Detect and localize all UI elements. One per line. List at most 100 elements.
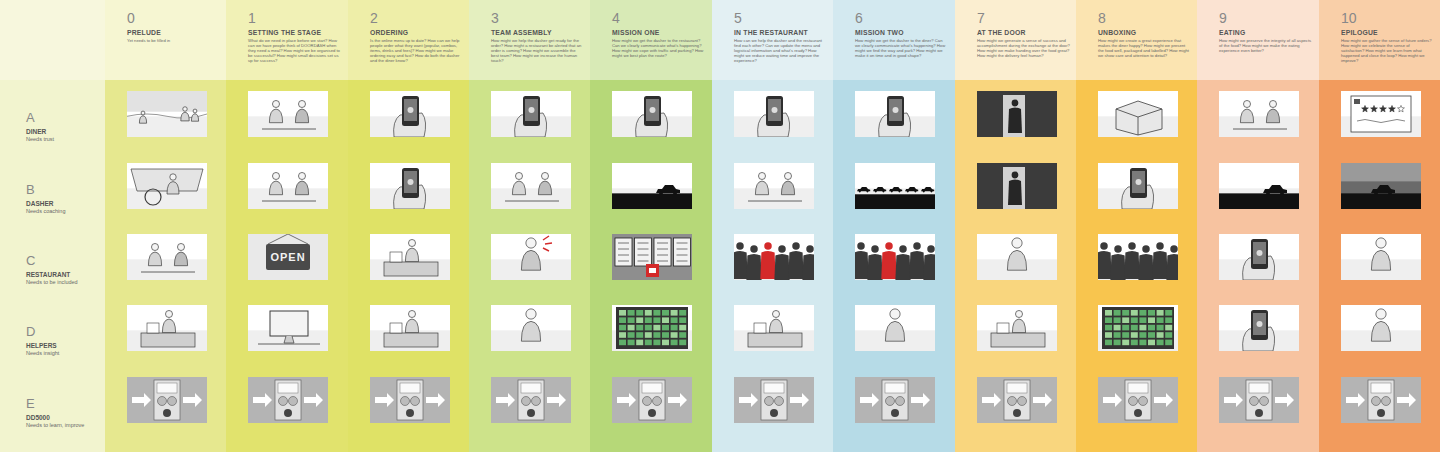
storyboard-frame bbox=[248, 305, 328, 351]
storyboard-frame bbox=[855, 377, 935, 423]
sketch-stroke bbox=[177, 243, 184, 250]
role-name: DINER bbox=[26, 128, 102, 136]
column-number: 7 bbox=[977, 11, 1070, 26]
sketch-stroke bbox=[1219, 116, 1299, 137]
storyboard-frame bbox=[1219, 377, 1299, 423]
storyboard-sketches bbox=[590, 0, 712, 452]
sketch-stroke bbox=[628, 310, 635, 316]
sketch-stroke bbox=[1269, 100, 1276, 107]
sketch-stroke bbox=[408, 310, 415, 317]
story-column: 4MISSION ONEHow might we get the dasher … bbox=[590, 0, 712, 452]
storyboard-frame bbox=[1219, 163, 1299, 209]
sketch-stroke bbox=[781, 181, 794, 195]
role-need: Needs to learn, improve bbox=[26, 422, 102, 429]
sketch-stroke bbox=[855, 188, 935, 209]
sketch-stroke bbox=[646, 99, 659, 121]
sketch-stroke bbox=[1114, 245, 1121, 252]
sketch-stroke bbox=[543, 236, 552, 251]
sketch-stroke bbox=[272, 172, 279, 179]
sketch-stroke bbox=[1102, 307, 1174, 349]
storyboard-sketches bbox=[955, 0, 1076, 452]
role-need: Needs to be included bbox=[26, 279, 102, 286]
sketch-stroke bbox=[1371, 321, 1390, 341]
sketch-stroke bbox=[1165, 332, 1172, 338]
role-name: DD5000 bbox=[26, 414, 102, 422]
role-need: Needs trust bbox=[26, 136, 102, 143]
sketch-stroke bbox=[642, 383, 662, 393]
cell-ground bbox=[248, 305, 328, 351]
sketch-stroke bbox=[183, 393, 202, 407]
storyboard-frame bbox=[127, 377, 207, 423]
sketch-stroke bbox=[1148, 325, 1155, 331]
cell-ground bbox=[977, 305, 1057, 351]
sketch-stroke bbox=[766, 96, 783, 126]
sketch-stroke bbox=[1165, 310, 1172, 316]
storyboard-frame bbox=[1341, 91, 1421, 137]
sketch-stroke bbox=[268, 234, 308, 244]
sketch-stroke bbox=[1100, 242, 1107, 249]
cell-ground bbox=[977, 163, 1057, 209]
sketch-stroke bbox=[1114, 340, 1121, 346]
cell-ground bbox=[248, 91, 328, 137]
row-label: ADINERNeeds trust bbox=[26, 111, 102, 143]
column-questions: How might we get the dasher to the resta… bbox=[612, 38, 706, 58]
sketch-stroke bbox=[406, 409, 414, 417]
story-column: 2ORDERINGIs the online menu up to date? … bbox=[348, 0, 469, 452]
sketch-stroke bbox=[304, 393, 323, 407]
cell-ground bbox=[491, 377, 571, 423]
sketch-stroke bbox=[193, 109, 197, 113]
cell-ground bbox=[1219, 305, 1299, 351]
storyboard-frame bbox=[977, 305, 1057, 351]
sketch-stroke bbox=[618, 249, 629, 250]
cell-ground bbox=[855, 305, 935, 351]
sketch-stroke bbox=[1154, 393, 1173, 407]
sketch-stroke bbox=[765, 397, 774, 406]
sketch-stroke bbox=[653, 332, 660, 338]
sketch-stroke bbox=[1372, 397, 1381, 406]
storyboard-frame bbox=[127, 234, 207, 280]
sketch-stroke bbox=[645, 332, 652, 338]
sketch-stroke bbox=[1139, 310, 1146, 316]
sketch-stroke bbox=[151, 243, 158, 250]
sketch-stroke bbox=[788, 251, 803, 279]
sketch-stroke bbox=[1131, 325, 1138, 331]
storyboard-frame bbox=[248, 377, 328, 423]
sketch-stroke bbox=[1166, 254, 1178, 280]
story-column: 3TEAM ASSEMBLYHow might we help the dash… bbox=[469, 0, 590, 452]
sketch-stroke bbox=[1139, 332, 1146, 338]
sketch-stroke bbox=[909, 251, 924, 279]
sketch-stroke bbox=[913, 242, 920, 249]
column-header: 7AT THE DOORHow might we generate a sens… bbox=[977, 11, 1070, 58]
column-header: 5IN THE RESTAURANTHow can we help the da… bbox=[734, 11, 827, 63]
sketch-stroke bbox=[1018, 397, 1027, 406]
storyboard-frame bbox=[612, 377, 692, 423]
sketch-stroke bbox=[426, 393, 445, 407]
sketch-stroke bbox=[1114, 310, 1121, 316]
column-header: 8UNBOXINGHow might we create a great exp… bbox=[1098, 11, 1191, 58]
story-column: 9EATINGHow might we preserve the integri… bbox=[1197, 0, 1319, 452]
cell-ground bbox=[977, 234, 1057, 280]
sketch-stroke bbox=[914, 190, 916, 192]
sketch-stroke bbox=[1139, 397, 1148, 406]
sketch-stroke bbox=[1382, 397, 1391, 406]
cell-ground bbox=[1219, 91, 1299, 137]
sketch-stroke bbox=[521, 250, 540, 270]
role-need: Needs coaching bbox=[26, 208, 102, 215]
sketch-stroke bbox=[1105, 325, 1112, 331]
sketch-stroke bbox=[1251, 310, 1268, 340]
sketch-stroke bbox=[1148, 317, 1155, 323]
cell-ground bbox=[370, 163, 450, 209]
sketch-stroke bbox=[875, 190, 877, 192]
cell-ground bbox=[1341, 91, 1421, 137]
story-column: 6MISSION TWOHow might we get the dasher … bbox=[833, 0, 955, 452]
storyboard-frame bbox=[855, 163, 935, 209]
column-questions: How might we create a great experience t… bbox=[1098, 38, 1191, 58]
sketch-stroke bbox=[755, 181, 768, 195]
sketch-stroke bbox=[1357, 120, 1405, 123]
sketch-stroke bbox=[855, 251, 869, 279]
sketch-stroke bbox=[628, 317, 635, 323]
storyboard-frame bbox=[734, 377, 814, 423]
sketch-stroke bbox=[262, 201, 316, 202]
column-questions: How might we help the dasher get ready f… bbox=[491, 38, 584, 63]
sketch-stroke bbox=[258, 344, 320, 345]
